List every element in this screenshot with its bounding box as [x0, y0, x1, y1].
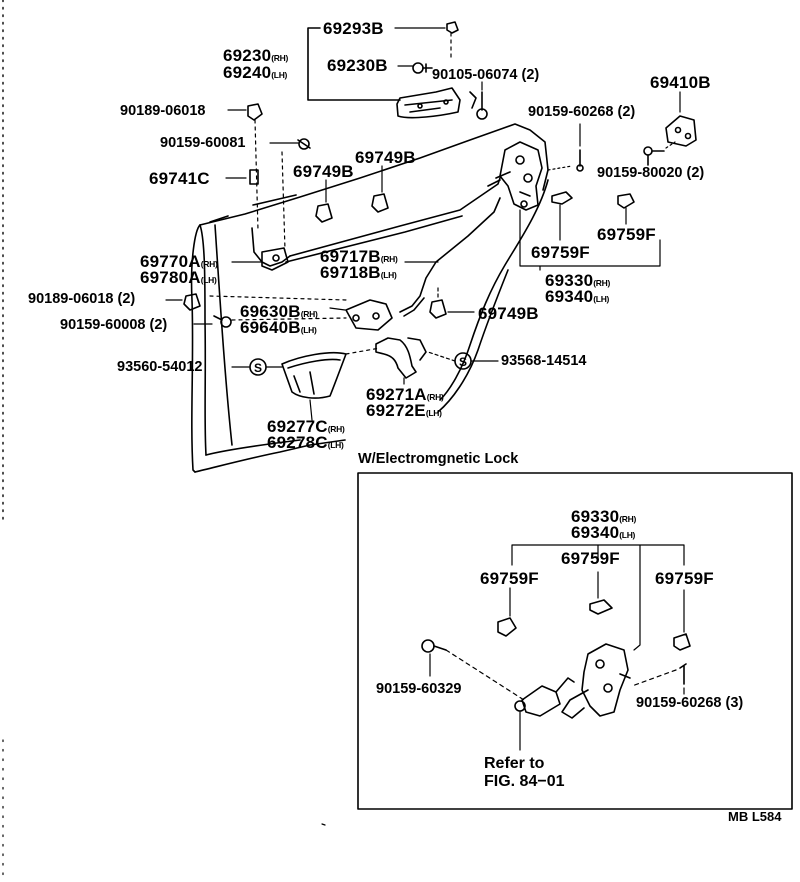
door-panel — [190, 123, 549, 473]
inset-label-90159-60329: 90159-60329 — [376, 681, 462, 697]
label-69780A: 69780A(LH) — [140, 268, 217, 287]
label-90159-60268: 90159-60268 (2) — [528, 104, 636, 120]
bolt-90105-06074 — [476, 81, 488, 120]
screw-90159-60008 — [193, 315, 347, 328]
inset-leader-bracket — [511, 544, 685, 651]
s-symbol-right-group — [427, 351, 499, 370]
inset-lock-actuator — [514, 677, 575, 751]
inset-label-90159-60268: 90159-60268 (3) — [636, 695, 744, 711]
label-69293B: 69293B — [323, 19, 384, 38]
lock-rods — [251, 177, 501, 317]
inset-label-69759F-mid: 69759F — [561, 549, 620, 568]
striker-69410B — [665, 91, 697, 147]
label-69749B-low: 69749B — [478, 304, 539, 323]
clip-69749B-low — [429, 287, 475, 319]
screw-69230B — [412, 62, 433, 74]
label-69717B: 69717B(RH) — [320, 247, 398, 266]
inset-title: W/Electromgnetic Lock — [358, 451, 519, 467]
inset-box — [357, 472, 793, 810]
label-69330: 69330(RH) — [545, 271, 611, 290]
s-symbol-left-group — [231, 358, 283, 376]
clip-69749B-mid — [315, 179, 333, 223]
scan-mark — [321, 823, 326, 826]
inset-clip-69759F-mid — [589, 571, 613, 615]
remote-control-69630B — [209, 295, 393, 331]
label-90105-06074: 90105-06074 (2) — [432, 67, 540, 83]
label-90159-80020: 90159-80020 (2) — [597, 165, 705, 181]
inset-screw-90159-60268 — [631, 663, 687, 695]
label-69278C: 69278C(LH) — [267, 433, 344, 452]
label-69230: 69230(RH) — [223, 46, 289, 65]
inset-label-69340: 69340(LH) — [571, 523, 636, 542]
label-69277C: 69277C(RH) — [267, 417, 345, 436]
label-69630B: 69630B(RH) — [240, 302, 318, 321]
inset-door-lock-assembly — [561, 643, 631, 719]
inside-handle-lever-69770A — [231, 247, 289, 271]
s-symbol-left: S — [254, 361, 262, 375]
label-69640B: 69640B(LH) — [240, 318, 317, 337]
leader-69330-bracket — [519, 209, 661, 271]
clip-69759F-b — [617, 193, 635, 225]
clip-69749B-top — [371, 165, 389, 213]
inset-clip-69759F-right — [673, 589, 691, 651]
inset-label-69759F-left: 69759F — [480, 569, 539, 588]
rod-end-69741C — [225, 169, 259, 185]
label-69741C: 69741C — [149, 169, 210, 188]
screw-90159-80020 — [643, 141, 676, 166]
label-90189-06018-top: 90189-06018 — [120, 103, 206, 119]
inset-screw-90159-60329 — [421, 639, 525, 701]
label-90159-60008: 90159-60008 (2) — [60, 317, 168, 333]
label-69770A: 69770A(RH) — [140, 252, 218, 271]
label-69759F-left: 69759F — [531, 243, 590, 262]
label-69271A: 69271A(RH) — [366, 385, 444, 404]
handle-bezel-69277C — [281, 347, 381, 421]
clip-90189-06018-left — [165, 293, 201, 311]
label-69272E: 69272E(LH) — [366, 401, 442, 420]
outside-door-handle — [396, 87, 477, 119]
inset-refer-line2: FIG. 84−01 — [484, 773, 565, 790]
clip-90189-06018-top — [227, 103, 263, 231]
label-69749B-top: 69749B — [355, 148, 416, 167]
label-90159-60081: 90159-60081 — [160, 135, 246, 151]
label-93560-54012: 93560-54012 — [117, 359, 203, 375]
label-69410B: 69410B — [650, 73, 711, 92]
label-93568-14514: 93568-14514 — [501, 353, 587, 369]
label-69759F-right: 69759F — [597, 225, 656, 244]
inset-label-69759F-right: 69759F — [655, 569, 714, 588]
s-symbol-right: S — [459, 355, 467, 369]
label-69240: 69240(LH) — [223, 63, 288, 82]
label-90189-06018-left: 90189-06018 (2) — [28, 291, 136, 307]
inside-handle-69271A — [375, 337, 427, 385]
clip-69293B — [446, 21, 459, 61]
label-69749B-mid: 69749B — [293, 162, 354, 181]
inset-refer-line1: Refer to — [484, 755, 545, 772]
label-69340: 69340(LH) — [545, 287, 610, 306]
figure-code: MB L584 — [728, 809, 782, 824]
clip-69759F-a — [551, 191, 573, 241]
inset-label-69330: 69330(RH) — [571, 507, 637, 526]
leader-69230-bracket — [307, 27, 401, 101]
label-69230B: 69230B — [327, 56, 388, 75]
screw-90159-60081 — [269, 138, 311, 251]
door-lock-assembly — [487, 141, 543, 211]
inset-clip-69759F-left — [497, 587, 517, 637]
label-69718B: 69718B(LH) — [320, 263, 397, 282]
screw-90159-60268 — [547, 123, 584, 172]
